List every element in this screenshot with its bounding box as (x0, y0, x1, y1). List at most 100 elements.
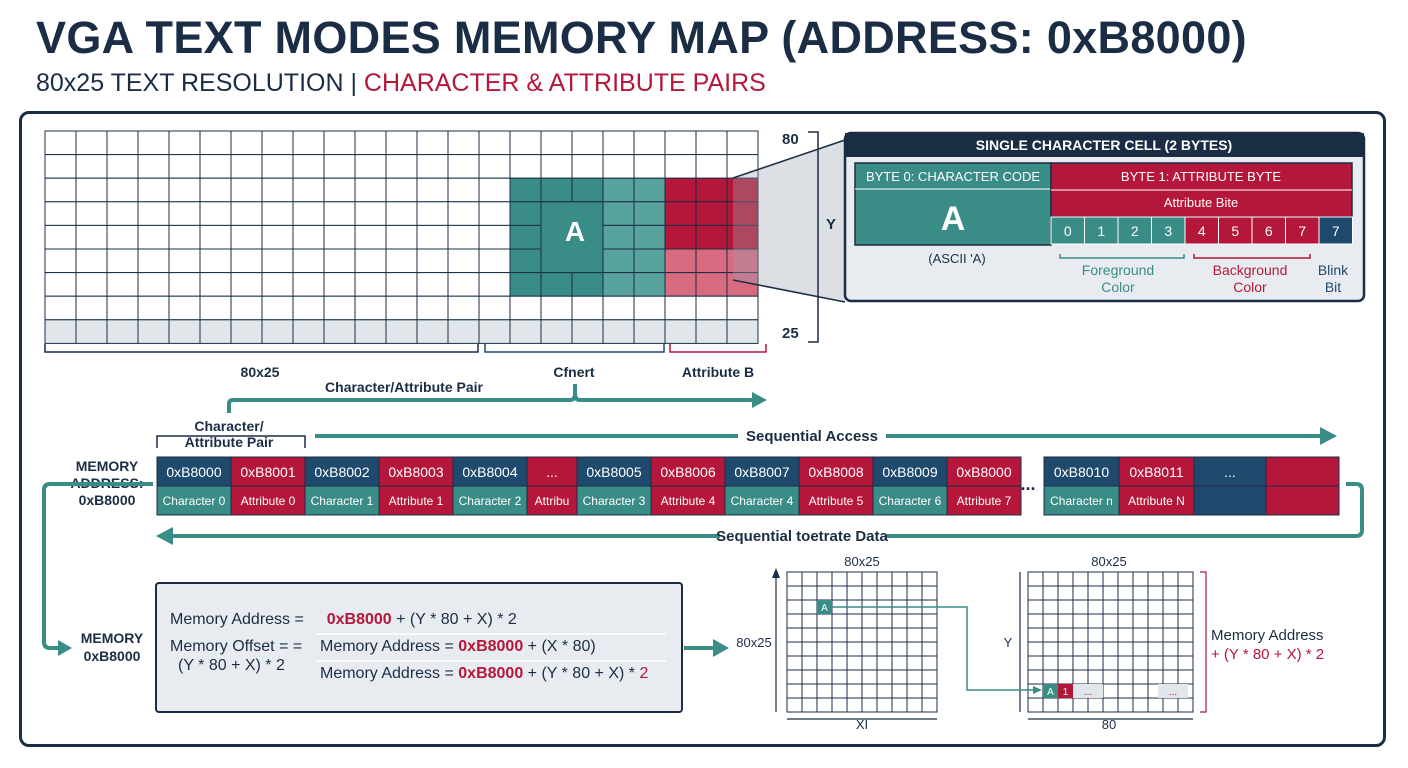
screen-cell (385, 272, 418, 297)
g1-char-cell (817, 600, 832, 614)
small-grid-cell (1027, 697, 1044, 713)
screen-cell (44, 201, 77, 226)
screen-cell (633, 248, 666, 274)
screen-cell (695, 177, 728, 203)
screen-cell (75, 201, 108, 226)
blink-label-1: Blink (1318, 262, 1349, 278)
small-grid-cell (1102, 627, 1119, 643)
screen-cell (230, 224, 263, 250)
left-loop-line (42, 482, 153, 650)
memory-cell-label: Attribute 5 (809, 494, 864, 508)
subtitle-resolution: 80x25 TEXT RESOLUTION | (36, 69, 364, 97)
small-grid-cell (1177, 697, 1194, 713)
small-grid-cell (1042, 599, 1059, 615)
memory-cell-name (1118, 485, 1195, 516)
memory-cell-name (798, 485, 874, 516)
attr-bits-label: Attribute Bite (1164, 195, 1238, 210)
screen-cell (323, 319, 356, 344)
bit-label: 2 (1131, 223, 1139, 239)
screen-cell (75, 272, 108, 297)
screen-cell (323, 248, 356, 274)
small-grid-cell (1087, 627, 1104, 643)
screen-cell (137, 201, 170, 226)
screen-cell (292, 272, 325, 297)
small-grid-cell (876, 683, 893, 699)
small-grid-cell (876, 669, 893, 685)
screen-cell (230, 248, 263, 274)
small-grid-cell (1132, 613, 1149, 629)
screen-cell (602, 295, 635, 321)
small-grid-cell (846, 585, 863, 601)
screen-cell (509, 224, 542, 250)
screen-cell (633, 154, 666, 179)
small-grid-cell (1117, 683, 1134, 699)
screen-cell (664, 319, 697, 344)
small-grid-cell (1027, 613, 1044, 629)
screen-cell (695, 154, 728, 179)
screen-cell (261, 272, 294, 297)
small-grid-cell (1132, 697, 1149, 713)
screen-cell (602, 224, 635, 250)
cell-panel-header-bg (845, 133, 1364, 157)
small-grid-cell (831, 655, 848, 671)
small-grid-cell (906, 613, 923, 629)
small-grid-cell (1042, 613, 1059, 629)
small-grid-cell (1042, 641, 1059, 657)
small-grid-cell (1102, 613, 1119, 629)
small-grid-cell (906, 697, 923, 713)
screen-cell (478, 154, 511, 179)
small-grid-cell (1117, 613, 1134, 629)
small-grid-cell (1147, 669, 1164, 685)
small-grid-cell (1177, 669, 1194, 685)
small-grid-cell (891, 571, 908, 587)
bit-label: 5 (1231, 223, 1239, 239)
screen-cell (354, 319, 387, 344)
small-grid-cell (816, 669, 833, 685)
screen-cell (571, 130, 604, 156)
small-grid-cell (846, 571, 863, 587)
formula-arrowhead (713, 639, 729, 657)
g2-cell-label: A (1047, 687, 1054, 698)
screen-cell (292, 319, 325, 344)
screen-cell (106, 248, 139, 274)
small-grid-cell (921, 683, 938, 699)
screen-cell (540, 154, 573, 179)
small-grid-cell (831, 571, 848, 587)
memory-cell-addr (230, 456, 306, 487)
small-grid-cell (1102, 571, 1119, 587)
screen-cell (571, 154, 604, 179)
screen-cell (447, 295, 480, 321)
small-grid-cell (1177, 627, 1194, 643)
g2-cell-label: ... (1169, 687, 1177, 698)
grid-char-letter: A (565, 216, 585, 247)
screen-cell (509, 248, 542, 274)
screen-cell (664, 154, 697, 179)
small-grid-cell (1027, 571, 1044, 587)
small-grid-cell (921, 655, 938, 671)
formula-row2-hex: 0xB8000 (458, 638, 524, 655)
screen-cell (137, 272, 170, 297)
screen-cell (416, 154, 449, 179)
small-grid-cell (1132, 683, 1149, 699)
small-grid-cell (846, 613, 863, 629)
memory-cell-address: 0xB8011 (1129, 464, 1183, 480)
small-grid-cell (1177, 599, 1194, 615)
memory-cell-name (452, 485, 528, 516)
bit-cell (1151, 216, 1186, 245)
screen-cell (44, 272, 77, 297)
screen-cell (168, 295, 201, 321)
small-grid-cell (846, 627, 863, 643)
small-grid-cell (1087, 585, 1104, 601)
memory-cell-addr (798, 456, 874, 487)
small-grid-cell (921, 697, 938, 713)
g2-cell-fill (1073, 684, 1103, 698)
memory-cell-name (526, 485, 578, 516)
small-grid-cell (1147, 571, 1164, 587)
small-grid-cell (1087, 613, 1104, 629)
screen-cell (602, 272, 635, 297)
brace-label-attr: Attribute B (682, 364, 754, 380)
screen-cell (199, 130, 232, 156)
small-grid-cell (786, 655, 803, 671)
